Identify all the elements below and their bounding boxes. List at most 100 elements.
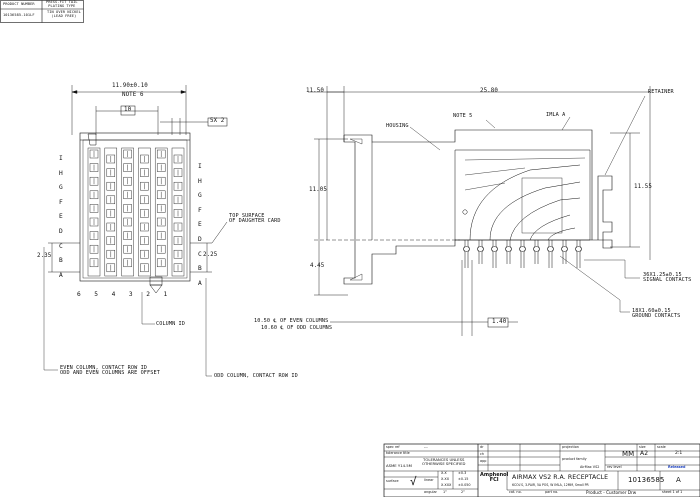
dim-width: 11.90±0.10 (112, 83, 148, 89)
dim-left: 2.35 (37, 253, 52, 259)
contact-cell (173, 263, 183, 273)
tb-tol-x: X.X (441, 471, 447, 475)
contact-cell (89, 149, 99, 159)
tb-product-family-val: AirMax VS2 (580, 465, 600, 469)
tb-subtitle: 6COL'S, 3-PAIR, 5A POS, W IMLA, 12MM, Sm… (512, 483, 589, 487)
contact-cell (106, 236, 116, 245)
contact-cell (123, 258, 132, 268)
contact-cell (140, 263, 149, 273)
column-number-2: 2 (146, 291, 151, 298)
contact-column (87, 147, 101, 277)
contact-cell (140, 154, 149, 164)
contact-cell (140, 236, 149, 245)
contact-cell (106, 168, 116, 177)
dim-4-45: 4.45 (310, 263, 325, 269)
row-letter-right-f: F (198, 206, 202, 214)
press-fit-tail (519, 240, 526, 268)
press-fit-eye (547, 246, 554, 252)
imla-label: IMLA A (546, 112, 566, 118)
contact-cell (89, 231, 99, 240)
contact-cell (123, 190, 132, 200)
tb-projection: projection (562, 445, 579, 449)
press-fit-eye (575, 246, 582, 252)
contact-cell (106, 263, 116, 273)
tb-product-customer: Product - Customer Drw (586, 490, 637, 495)
tb-sheet: sheet 1 of 1 (662, 490, 683, 494)
tb-tol-xxx-val: ±0.050 (458, 483, 471, 487)
tb-part-no: part no. (545, 490, 559, 494)
contact-cell (123, 217, 132, 227)
tb-tol-x-val: ±0.3 (458, 471, 467, 475)
column-number-3: 3 (128, 291, 133, 298)
contact-cell (123, 231, 132, 240)
tb-surface: surface (386, 479, 399, 483)
press-fit-tail (463, 240, 470, 268)
top-surface-label: TOP SURFACE OF DAUGHTER CARD (229, 213, 281, 225)
contact-cell (140, 222, 149, 232)
dim-11-50: 11.50 (306, 88, 324, 94)
contact-cell (89, 176, 99, 186)
dim-25-80: 25.80 (480, 88, 498, 94)
press-fit-eye (561, 246, 568, 252)
contact-cell (156, 231, 166, 240)
row-letter-left-a: A (59, 271, 63, 279)
contact-cell (156, 176, 166, 186)
contact-cell (89, 204, 99, 213)
press-fit-tail (505, 240, 512, 264)
tb-tol-xx-val: ±0.15 (458, 477, 469, 481)
contact-cell (156, 217, 166, 227)
even-columns-label: 10.50 ℄ OF EVEN COLUMNS (254, 318, 329, 324)
contact-cell (123, 163, 132, 172)
amphenol-logo: Amphenol FCI (480, 472, 509, 484)
tb-spec-ref-val: --- (424, 445, 428, 449)
contact-cell (140, 195, 149, 205)
row-letter-left-d: D (59, 228, 63, 235)
retainer-label: RETAINER (648, 89, 674, 95)
contact-cell (106, 249, 116, 259)
row-letter-right-e: E (198, 221, 202, 229)
contact-cell (156, 258, 166, 268)
odd-column-label: ODD COLUMN, CONTACT ROW ID (214, 373, 298, 379)
press-fit-eye (491, 246, 498, 252)
row-letter-left-h: H (59, 169, 63, 177)
press-fit-tail (477, 240, 484, 264)
tb-rev-status: Released (668, 465, 686, 469)
contact-cell (140, 249, 149, 259)
side-housing-outline (343, 135, 613, 285)
row-letter-right-i: I (198, 163, 202, 170)
tb-scale-label: scale (657, 445, 666, 449)
contact-cell (106, 154, 116, 164)
tb-rev-level: rev level (607, 465, 622, 469)
contact-cell (106, 181, 116, 191)
press-fit-tail (533, 240, 540, 264)
dim-11-05: 11.05 (309, 187, 327, 193)
contact-cell (106, 209, 116, 218)
contact-cell (89, 258, 99, 268)
dim-1-40: 1.40 (492, 319, 507, 325)
ground-contacts-label: 18X1.60±0.15 GROUND CONTACTS (632, 308, 681, 320)
contact-cell (156, 149, 166, 159)
contact-cell (89, 217, 99, 227)
contact-cell (140, 168, 149, 177)
contact-cell (123, 149, 132, 159)
tb-asme: ASME Y14.5M (386, 463, 412, 468)
contact-cell (106, 195, 116, 205)
odd-columns-label: 10.60 ℄ OF ODD COLUMNS (261, 325, 333, 331)
table-cell-product-number: 10136585-101LF (3, 13, 35, 17)
tb-units: MM (622, 450, 635, 458)
tb-drawing-no: 10136585 (628, 476, 665, 484)
tb-tol-xx: X.XX (441, 477, 450, 481)
column-number-6: 6 (77, 291, 81, 298)
note-width: NOTE 6 (122, 92, 144, 98)
table-header-product-number: PRODUCT NUMBER (3, 2, 35, 6)
tb-rev: A (676, 476, 681, 484)
row-letter-left-i: I (59, 155, 63, 162)
contact-column (138, 147, 151, 277)
dim-right: 2.25 (203, 252, 218, 258)
column-id-label: COLUMN ID (156, 321, 186, 327)
front-view-housing (79, 132, 191, 282)
housing-label: HOUSING (386, 123, 409, 129)
press-fit-tail (491, 240, 498, 268)
contact-cell (173, 181, 183, 191)
